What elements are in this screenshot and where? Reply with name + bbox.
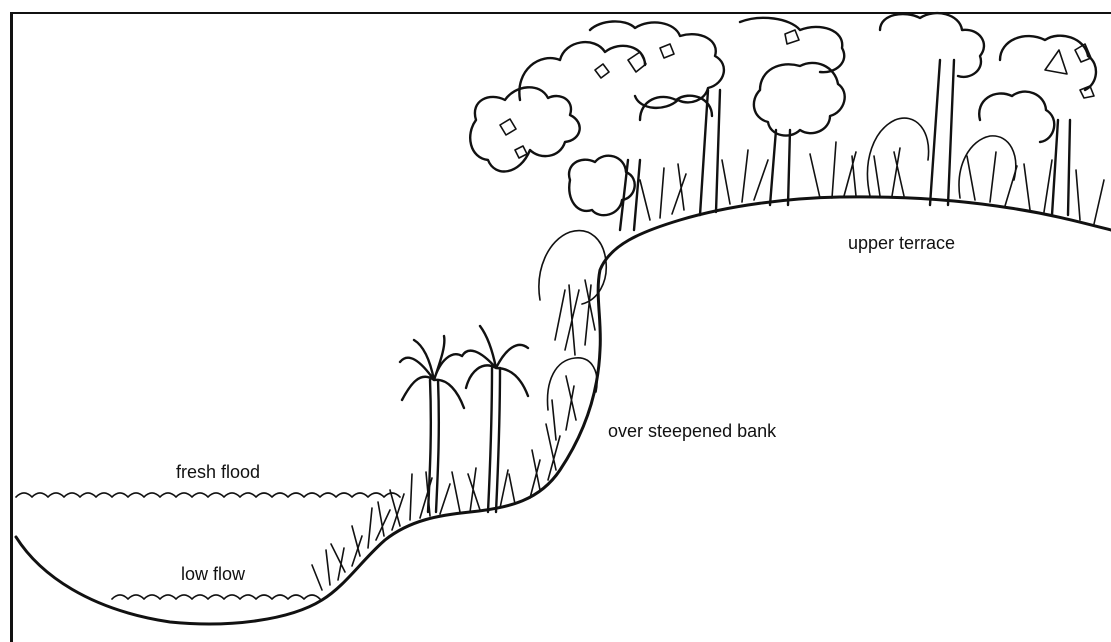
ground-profile (16, 197, 1111, 624)
terrace-undergrowth (640, 118, 1104, 224)
forest-canopy (470, 13, 1096, 215)
low-flow-water-line (112, 595, 320, 599)
upper-terrace-label: upper terrace (848, 233, 955, 254)
bank-shrubs (539, 231, 606, 440)
tree-trunks (620, 60, 1070, 230)
fresh-flood-label: fresh flood (176, 462, 260, 483)
over-steepened-bank-label: over steepened bank (608, 421, 776, 442)
fresh-flood-water-line (16, 493, 400, 497)
low-flow-label: low flow (181, 564, 245, 585)
